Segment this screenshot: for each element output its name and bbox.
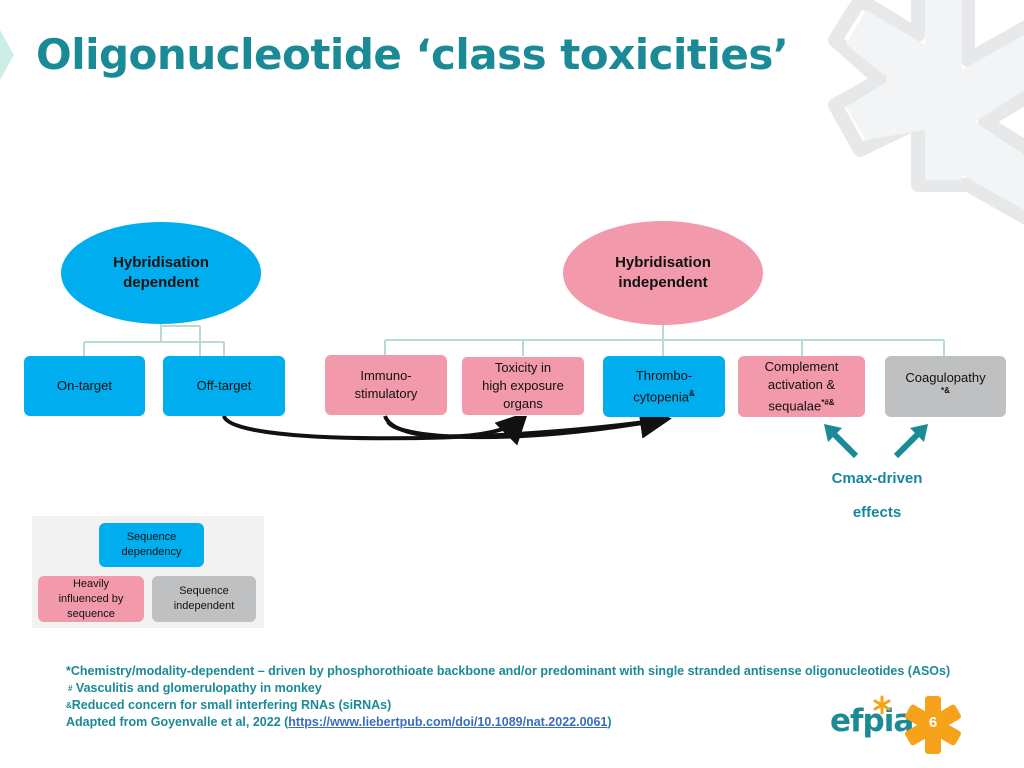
- source-prefix: Adapted from Goyenvalle et al, 2022 (: [66, 715, 289, 729]
- footnote-sirna-text: Reduced concern for small interfering RN…: [71, 698, 392, 712]
- efpia-logo: efpia: [830, 703, 914, 739]
- hybridisation-dependent-node: Hybridisation dependent: [61, 222, 261, 324]
- legend-heavily-line1: Heavily: [72, 577, 110, 590]
- hybridisation-independent-line2: independent: [618, 274, 708, 291]
- hybridisation-independent-line1: Hybridisation: [615, 254, 711, 271]
- complement-line3: sequalae: [768, 398, 822, 414]
- footnote-hash-symbol: #: [68, 684, 73, 693]
- footnotes: *Chemistry/modality-dependent – driven b…: [66, 663, 950, 731]
- legend-independent-line2: independent: [173, 600, 235, 612]
- off-target-node: Off-target: [163, 356, 285, 416]
- complement-line1: Complement: [764, 358, 839, 374]
- off-target-label: Off-target: [196, 378, 252, 393]
- legend-sequence-dependency: Sequence dependency: [99, 523, 204, 567]
- legend-heavily-line3: sequence: [67, 607, 115, 620]
- coagulopathy-label: Coagulopathy: [905, 369, 986, 385]
- slide-title: Oligonucleotide ‘class toxicities’: [36, 30, 789, 79]
- legend-heavily-line2: influenced by: [58, 592, 124, 605]
- footnote-chemistry: *Chemistry/modality-dependent – driven b…: [66, 664, 951, 678]
- thrombocytopenia-node: Thrombo-cytopenia&: [603, 356, 725, 417]
- thrombocytopenia-line1: Thrombo-: [635, 367, 693, 383]
- immunostimulatory-node: Immuno-stimulatory: [325, 355, 447, 415]
- immunostimulatory-line1: Immuno-: [360, 368, 412, 383]
- toxicity-line3: organs: [503, 396, 543, 411]
- footnote-vasculitis-text: Vasculitis and glomerulopathy in monkey: [72, 681, 322, 695]
- toxicity-line2: high exposure: [482, 378, 564, 393]
- hybridisation-dependent-line1: Hybridisation: [113, 254, 209, 271]
- immunostimulatory-line2: stimulatory: [354, 386, 418, 401]
- source-suffix: ): [607, 715, 612, 729]
- complement-footnote-mark: *#&: [821, 397, 835, 407]
- footnote-vasculitis: # Vasculitis and glomerulopathy in monke…: [66, 680, 950, 697]
- page-number: 6: [928, 714, 938, 731]
- footnote-source: Adapted from Goyenvalle et al, 2022 (htt…: [66, 714, 950, 731]
- complement-line2: activation &: [767, 376, 836, 392]
- toxicity-high-exposure-node: Toxicity in high exposure organs: [461, 356, 585, 416]
- source-link[interactable]: https://www.liebertpub.com/doi/10.1089/n…: [288, 715, 608, 729]
- legend-sequence-dependency-line2: dependency: [121, 546, 182, 558]
- on-target-label: On-target: [57, 378, 112, 393]
- page-number-asterisk-icon: [904, 696, 962, 754]
- coagulopathy-node: Coagulopathy*&: [885, 356, 1006, 417]
- legend-independent-line1: Sequence: [179, 585, 229, 597]
- cmax-line2: effects: [852, 504, 902, 521]
- cmax-driven-effects-label: Cmax-driven effects: [817, 462, 937, 530]
- toxicity-line1: Toxicity in: [494, 360, 552, 375]
- on-target-node: On-target: [24, 356, 145, 416]
- footnote-amp-symbol: &: [66, 701, 72, 710]
- cmax-line1: Cmax-driven: [831, 470, 923, 487]
- footnote-sirna: &Reduced concern for small interfering R…: [66, 697, 950, 714]
- legend-sequence-dependency-line1: Sequence: [126, 531, 177, 543]
- hybridisation-dependent-line2: dependent: [123, 274, 199, 291]
- complement-activation-node: Complement activation & sequalae*#&: [738, 356, 865, 417]
- legend-heavily-influenced: Heavily influenced by sequence: [38, 576, 144, 622]
- legend-sequence-independent: Sequence independent: [152, 576, 256, 622]
- thrombocytopenia-line2: cytopenia: [633, 389, 689, 405]
- efpia-logo-star-icon: [873, 695, 891, 715]
- hybridisation-independent-node: Hybridisation independent: [563, 221, 763, 325]
- thrombocytopenia-footnote-mark: &: [688, 388, 695, 398]
- coagulopathy-footnote-mark: *&: [941, 385, 950, 395]
